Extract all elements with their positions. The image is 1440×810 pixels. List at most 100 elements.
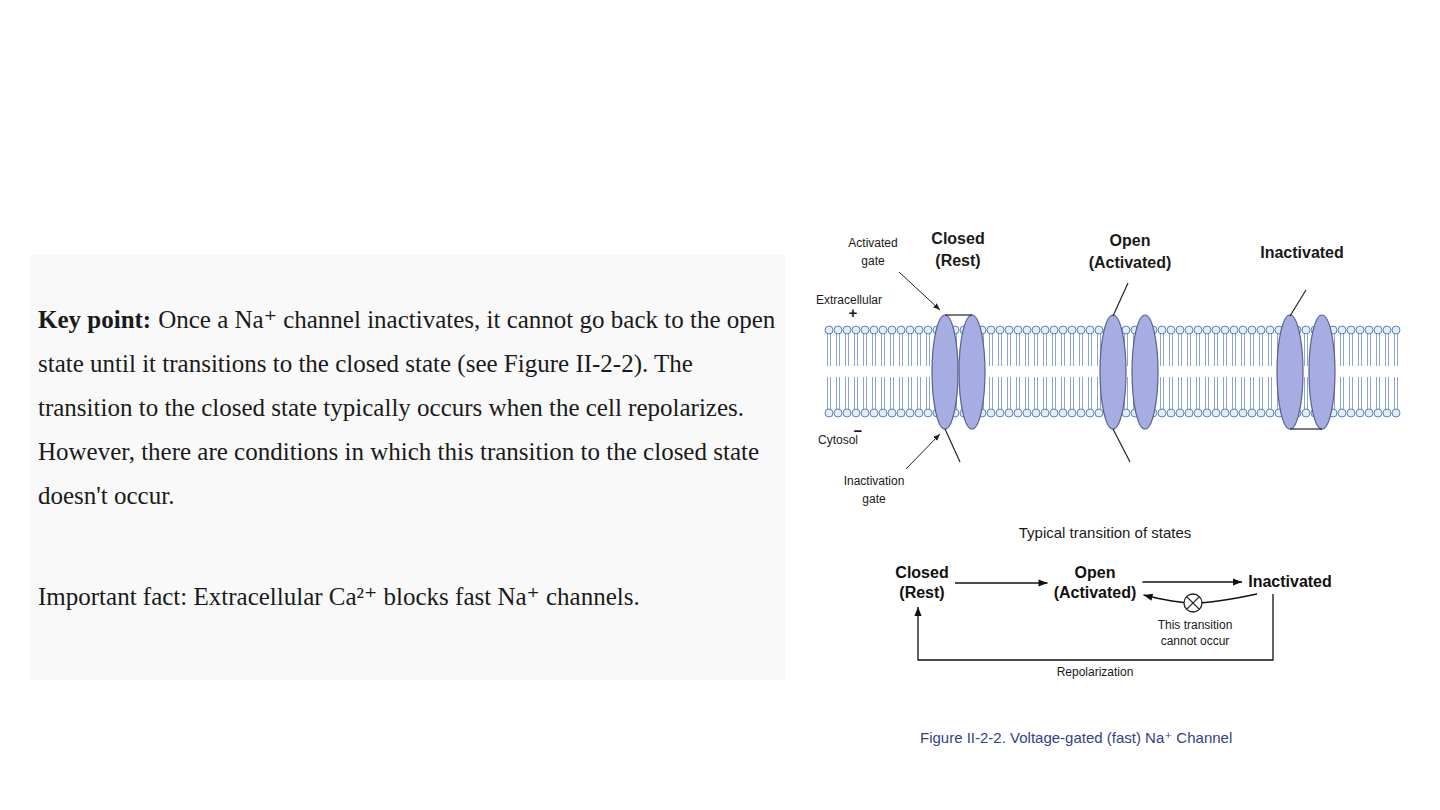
lipid-head xyxy=(1167,326,1175,334)
lipid-head xyxy=(1383,409,1391,417)
lipid-head xyxy=(1086,326,1094,334)
lipid-tail xyxy=(1010,377,1011,409)
lipid-tail xyxy=(1190,334,1191,366)
lipid-tail xyxy=(1259,377,1260,409)
text-panel xyxy=(30,255,785,680)
state-heading: Closed (Rest) xyxy=(922,228,994,272)
lipid-head xyxy=(1023,326,1031,334)
lipid-head xyxy=(996,326,1004,334)
transition-arrow xyxy=(1143,581,1243,582)
lipid-head xyxy=(1194,326,1202,334)
lipid-tail xyxy=(857,334,858,366)
lipid-tail xyxy=(839,377,840,409)
subtitle: Typical transition of states xyxy=(975,523,1235,543)
lipid-tail xyxy=(1052,334,1053,366)
lipid-tail xyxy=(1088,334,1089,366)
lipid-tail xyxy=(1079,377,1080,409)
lipid-tail xyxy=(1223,377,1224,409)
lipid-tail xyxy=(1028,334,1029,366)
lipid-head xyxy=(1212,409,1220,417)
lipid-head xyxy=(987,409,995,417)
lipid-tail xyxy=(1091,334,1092,366)
lipid-head xyxy=(1338,326,1346,334)
lipid-tail xyxy=(1232,377,1233,409)
charge-sign: + xyxy=(843,305,863,321)
lipid-tail xyxy=(1394,334,1395,366)
lipid-head xyxy=(1203,326,1211,334)
channel-subunit xyxy=(959,315,985,429)
lipid-tail xyxy=(989,377,990,409)
lipid-head xyxy=(897,409,905,417)
lipid-tail xyxy=(1034,377,1035,409)
lipid-tail xyxy=(1199,377,1200,409)
transition-label: Repolarization xyxy=(1020,664,1170,680)
lipid-tail xyxy=(848,377,849,409)
lipid-tail xyxy=(1271,377,1272,409)
transition-arrow xyxy=(955,582,1048,583)
lipid-tail xyxy=(1028,377,1029,409)
lipid-tail xyxy=(1241,334,1242,366)
lipid-tail xyxy=(1163,377,1164,409)
lipid-tail xyxy=(866,334,867,366)
lipid-head xyxy=(1266,409,1274,417)
lipid-head xyxy=(1041,326,1049,334)
lipid-tail xyxy=(917,334,918,366)
lipid-tail xyxy=(1052,377,1053,409)
lipid-tail xyxy=(992,377,993,409)
lipid-tail xyxy=(1001,377,1002,409)
lipid-tail xyxy=(1163,334,1164,366)
lipid-head xyxy=(1014,326,1022,334)
state-heading: Inactivated xyxy=(1247,242,1357,264)
lipid-tail xyxy=(1307,377,1308,409)
activation-gate-closed xyxy=(945,314,972,315)
lipid-tail xyxy=(1304,334,1305,366)
lipid-tail xyxy=(1250,334,1251,366)
lipid-head xyxy=(852,409,860,417)
lipid-tail xyxy=(908,377,909,409)
lipid-tail xyxy=(992,334,993,366)
lipid-head xyxy=(1365,326,1373,334)
lipid-tail xyxy=(836,334,837,366)
lipid-tail xyxy=(1244,334,1245,366)
cross-circle xyxy=(1184,594,1202,612)
state-name: Inactivated xyxy=(1248,573,1332,590)
lipid-tail xyxy=(1376,377,1377,409)
lipid-head xyxy=(1005,409,1013,417)
figure-caption: Figure II-2-2. Voltage-gated (fast) Na⁺ … xyxy=(920,728,1232,748)
lipid-tail xyxy=(1016,377,1017,409)
lipid-head xyxy=(879,326,887,334)
lipid-tail xyxy=(998,377,999,409)
lipid-tail xyxy=(1064,334,1065,366)
lipid-tail xyxy=(1214,334,1215,366)
lipid-tail xyxy=(1379,334,1380,366)
lipid-tail xyxy=(1214,377,1215,409)
lipid-tail xyxy=(1397,377,1398,409)
lipid-tail xyxy=(1217,334,1218,366)
lipid-tail xyxy=(830,334,831,366)
lipid-head xyxy=(1302,326,1310,334)
lipid-head xyxy=(861,326,869,334)
lipid-head xyxy=(1338,409,1346,417)
lipid-tail xyxy=(1019,377,1020,409)
lipid-tail xyxy=(1370,377,1371,409)
lipid-tail xyxy=(1358,334,1359,366)
lipid-tail xyxy=(884,334,885,366)
lipid-head xyxy=(1041,409,1049,417)
lipid-head xyxy=(1185,326,1193,334)
lipid-head xyxy=(1077,409,1085,417)
charge-sign: − xyxy=(848,423,868,439)
lipid-tail xyxy=(1079,334,1080,366)
lipid-tail xyxy=(926,377,927,409)
lipid-tail xyxy=(845,334,846,366)
lipid-head xyxy=(1158,409,1166,417)
channel-subunit xyxy=(932,315,958,429)
lipid-tail xyxy=(854,377,855,409)
lipid-tail xyxy=(1061,377,1062,409)
lipid-head xyxy=(879,409,887,417)
lipid-tail xyxy=(1187,377,1188,409)
lipid-head xyxy=(1122,326,1130,334)
lipid-tail xyxy=(1055,377,1056,409)
state-label: Inactivated xyxy=(1245,572,1335,592)
lipid-tail xyxy=(890,377,891,409)
lipid-head xyxy=(1392,326,1400,334)
